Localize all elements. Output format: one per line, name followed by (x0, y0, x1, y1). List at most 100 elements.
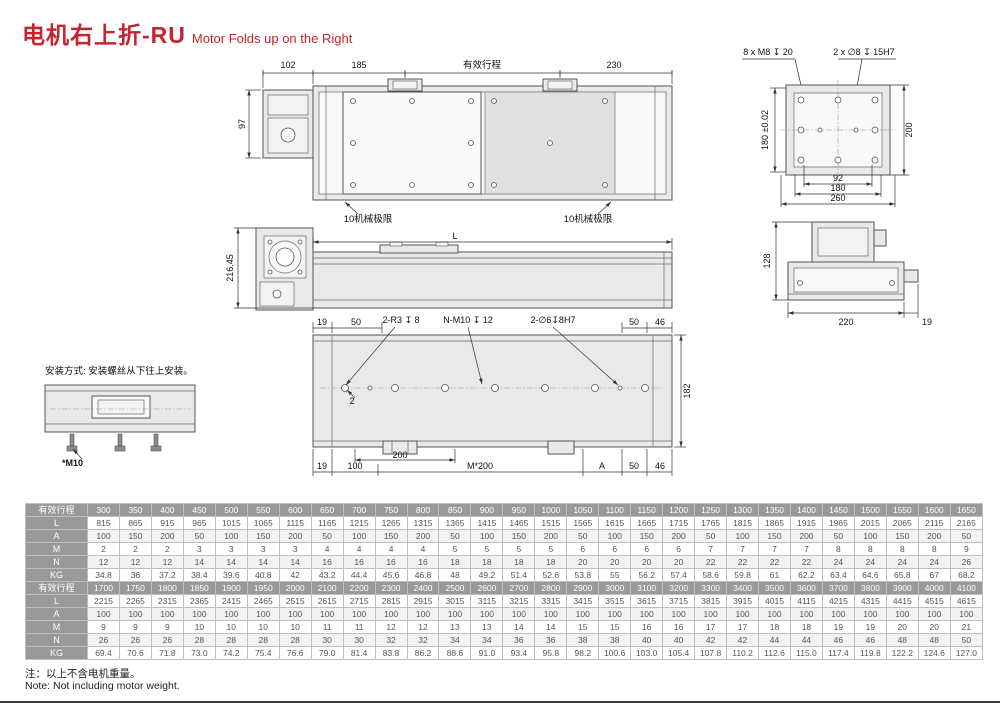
spec-cell: 26 (87, 633, 120, 647)
spec-cell: 2265 (118, 594, 152, 608)
spec-cell: 46.8 (406, 568, 440, 582)
spec-cell: 56.2 (630, 568, 664, 582)
spec-cell: 83.8 (374, 646, 408, 660)
spec-cell: 200 (534, 529, 568, 543)
spec-cell: 7 (694, 542, 728, 556)
dim-eside-128: 128 (762, 253, 772, 268)
spec-cell: 4 (342, 542, 376, 556)
spec-cell: 4 (310, 542, 344, 556)
spec-cell: 18 (438, 555, 472, 569)
spec-cell: 650 (310, 503, 344, 517)
spec-cell: 44.4 (342, 568, 376, 582)
spec-cell: 2200 (342, 581, 376, 595)
spec-cell: 3815 (694, 594, 728, 608)
spec-cell: 1815 (726, 516, 760, 530)
dim-top-97: 97 (237, 119, 247, 129)
spec-cell: 3015 (438, 594, 472, 608)
spec-cell: 15 (598, 620, 632, 634)
spec-cell: 117.4 (821, 646, 855, 660)
spec-cell: 4015 (758, 594, 791, 608)
spec-cell: 30 (310, 633, 344, 647)
spec-cell: 200 (150, 529, 184, 543)
spec-cell: 300 (87, 503, 120, 517)
spec-cell: 16 (374, 555, 408, 569)
spec-cell: 9 (949, 542, 984, 556)
spec-cell: 86.2 (406, 646, 440, 660)
mount-view: 安装方式: 安装螺丝从下往上安装。 *M10 (44, 365, 196, 468)
spec-cell: 1500 (853, 503, 887, 517)
spec-cell: 34.8 (87, 568, 120, 582)
spec-cell: 3715 (662, 594, 696, 608)
spec-cell: 4615 (949, 594, 984, 608)
spec-cell: 16 (406, 555, 440, 569)
spec-cell: 68.2 (949, 568, 984, 582)
spec-cell: 10 (214, 620, 248, 634)
spec-cell: 20 (885, 620, 919, 634)
spec-cell: 3500 (758, 581, 791, 595)
spec-cell: 16 (630, 620, 664, 634)
row-label: N (25, 555, 88, 569)
spec-cell: 36 (534, 633, 568, 647)
row-label: A (25, 607, 88, 621)
bottom-view-top-dimensions: 19 50 2-R3 ↧ 8 N-M10 ↧ 12 2-∅6↧8H7 50 46 (312, 315, 673, 386)
side-view-body (312, 241, 673, 309)
dim-bot-19bl: 19 (317, 461, 327, 471)
spec-cell: 40 (630, 633, 664, 647)
spec-cell: 65.8 (885, 568, 919, 582)
dim-eside-19: 19 (922, 317, 932, 327)
spec-cell: 18 (534, 555, 568, 569)
spec-cell: 100 (182, 607, 216, 621)
spec-cell: 71.8 (150, 646, 184, 660)
spec-cell: 200 (406, 529, 440, 543)
spec-cell: 28 (214, 633, 248, 647)
spec-cell: 100 (502, 607, 536, 621)
dim-bot-2: 2 (349, 396, 354, 406)
spec-cell: 1350 (758, 503, 791, 517)
spec-cell: 18 (470, 555, 504, 569)
spec-cell: 43.2 (310, 568, 344, 582)
end-view-side: 128 220 19 (762, 221, 932, 327)
spec-cell: 2400 (406, 581, 440, 595)
row-label: L (25, 516, 88, 530)
spec-cell: 3115 (470, 594, 504, 608)
top-view-dimensions: 102 185 有效行程 230 97 10机械极限 10机械极限 (237, 59, 673, 225)
spec-cell: 10 (278, 620, 312, 634)
spec-cell: 1650 (949, 503, 984, 517)
spec-cell: 21 (949, 620, 984, 634)
spec-cell: 42 (278, 568, 312, 582)
spec-cell: 150 (502, 529, 536, 543)
spec-cell: 3100 (630, 581, 664, 595)
spec-cell: 16 (342, 555, 376, 569)
spec-cell: 69.4 (87, 646, 120, 660)
spec-cell: 34 (470, 633, 504, 647)
spec-cell: 5 (438, 542, 472, 556)
spec-cell: 550 (246, 503, 280, 517)
dim-end-200: 200 (904, 122, 914, 137)
spec-cell: 150 (246, 529, 280, 543)
spec-cell: 100 (598, 607, 632, 621)
spec-cell: 18 (502, 555, 536, 569)
spec-cell: 20 (630, 555, 664, 569)
spec-cell: 6 (566, 542, 600, 556)
spec-cell: 18 (758, 620, 791, 634)
spec-cell: 100 (214, 529, 248, 543)
end-view-top-dimensions: 200 180 ±0.02 92 180 260 (760, 84, 914, 207)
spec-cell: 2915 (406, 594, 440, 608)
spec-cell: 44 (789, 633, 823, 647)
spec-cell: 4415 (885, 594, 919, 608)
spec-cell: 8 (821, 542, 855, 556)
spec-cell: 100 (470, 529, 504, 543)
spec-cell: 11 (310, 620, 344, 634)
top-view-motor (262, 89, 314, 159)
spec-cell: 20 (566, 555, 600, 569)
spec-cell: 150 (885, 529, 919, 543)
spec-cell: 42 (694, 633, 728, 647)
spec-cell: 100 (694, 607, 728, 621)
spec-cell: 124.6 (917, 646, 951, 660)
spec-cell: 2 (150, 542, 184, 556)
spec-cell: 107.8 (694, 646, 728, 660)
footnote-en: Note: Not including motor weight. (25, 680, 180, 692)
spec-cell: 5 (502, 542, 536, 556)
